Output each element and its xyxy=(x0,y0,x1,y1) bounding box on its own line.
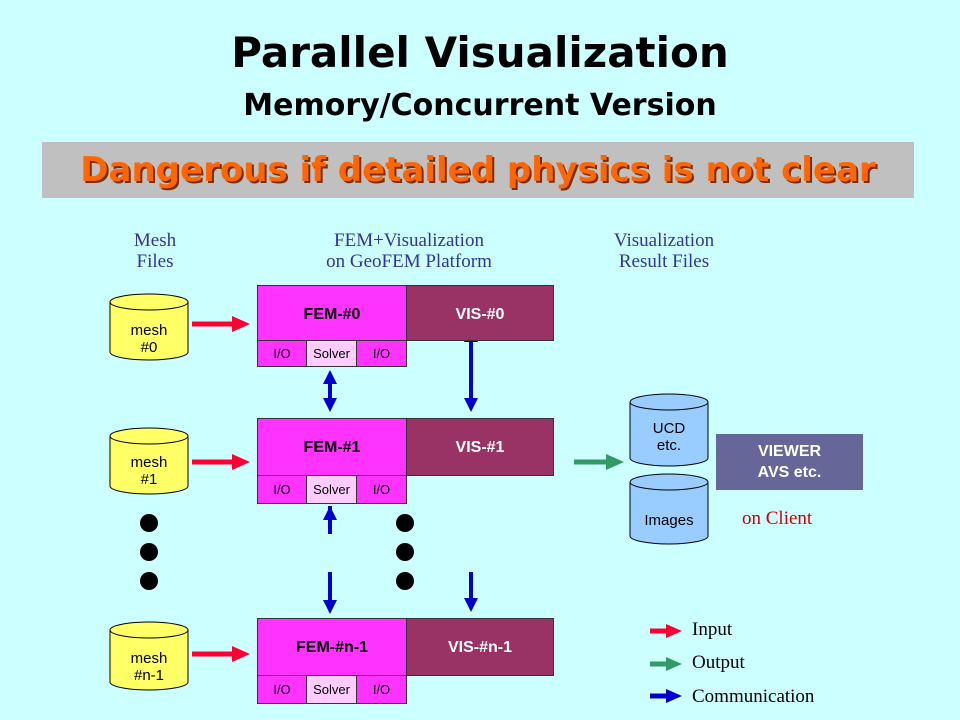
mesh-label-n-1-line2: #n-1 xyxy=(133,667,165,684)
comm-arrow-solver-0-1 xyxy=(323,370,337,412)
mesh-label-1-line2: #1 xyxy=(140,471,158,488)
viewer-box: VIEWER AVS etc. xyxy=(716,434,863,490)
legend-communication-arrow xyxy=(650,689,682,703)
legend-output-label: Output xyxy=(692,652,745,673)
vis-result-header-line1: Visualization xyxy=(613,230,715,251)
io-in-0: I/O xyxy=(257,340,307,367)
mesh-files-header-line2: Files xyxy=(136,251,174,272)
ucd-label-line2: etc. xyxy=(656,437,682,454)
mesh-ellipsis-dots xyxy=(140,514,158,590)
output-arrow xyxy=(574,454,624,470)
legend-input-label: Input xyxy=(692,619,733,640)
ucd-cylinder xyxy=(629,393,709,467)
mesh-label-1: mesh #1 xyxy=(110,454,188,488)
io-out-1: I/O xyxy=(356,475,407,504)
io-out-0: I/O xyxy=(356,340,407,367)
fem-vis-header: FEM+Visualization on GeoFEM Platform xyxy=(278,230,540,272)
mesh-label-0: mesh #0 xyxy=(110,322,188,356)
fem-vis-header-line2: on GeoFEM Platform xyxy=(326,251,492,272)
on-client-label: on Client xyxy=(742,508,813,529)
input-arrow-n-1 xyxy=(192,646,250,662)
input-arrow-1 xyxy=(192,454,250,470)
fem-vis-header-line1: FEM+Visualization xyxy=(334,230,484,251)
vis-result-header: Visualization Result Files xyxy=(578,230,750,272)
ucd-label: UCD etc. xyxy=(630,420,708,454)
legend-input-arrow xyxy=(650,624,682,638)
images-cylinder xyxy=(629,473,709,545)
mesh-files-header-line1: Mesh xyxy=(133,230,177,251)
slide-title: Parallel Visualization xyxy=(231,28,729,77)
vis-ellipsis-dots xyxy=(396,514,414,590)
comm-arrow-solver-n-1-up xyxy=(323,572,337,614)
viewer-line2: AVS etc. xyxy=(757,464,822,481)
input-arrow-0 xyxy=(192,316,250,332)
comm-arrow-solver-1-down xyxy=(323,506,337,534)
vis-block-0: VIS-#0 xyxy=(406,285,554,341)
ucd-label-line1: UCD xyxy=(652,420,686,437)
solver-1: Solver xyxy=(306,475,357,504)
vis-block-n-1: VIS-#n-1 xyxy=(406,618,554,676)
mesh-label-n-1: mesh #n-1 xyxy=(110,650,188,684)
comm-arrow-vis-n-1-up xyxy=(464,572,478,612)
mesh-label-n-1-line1: mesh xyxy=(130,650,168,667)
mesh-label-0-line2: #0 xyxy=(140,339,158,356)
vis-result-header-line2: Result Files xyxy=(618,251,710,272)
mesh-label-1-line1: mesh xyxy=(130,454,168,471)
slide-subtitle: Memory/Concurrent Version xyxy=(243,88,717,123)
mesh-files-header: Mesh Files xyxy=(105,230,205,272)
mesh-cylinder-0 xyxy=(109,293,189,361)
mesh-cylinder-1 xyxy=(109,427,189,495)
solver-n-1: Solver xyxy=(306,675,357,704)
io-in-n-1: I/O xyxy=(257,675,307,704)
vis-block-1: VIS-#1 xyxy=(406,418,554,476)
solver-0: Solver xyxy=(306,340,357,367)
legend-communication-label: Communication xyxy=(692,686,815,707)
mesh-cylinder-n-1 xyxy=(109,621,189,691)
io-in-1: I/O xyxy=(257,475,307,504)
legend-output-arrow xyxy=(650,657,682,671)
mesh-label-0-line1: mesh xyxy=(130,322,168,339)
viewer-line1: VIEWER xyxy=(757,443,822,460)
warning-banner: Dangerous if detailed physics is not cle… xyxy=(42,142,914,198)
io-out-n-1: I/O xyxy=(356,675,407,704)
images-label: Images xyxy=(644,512,694,529)
